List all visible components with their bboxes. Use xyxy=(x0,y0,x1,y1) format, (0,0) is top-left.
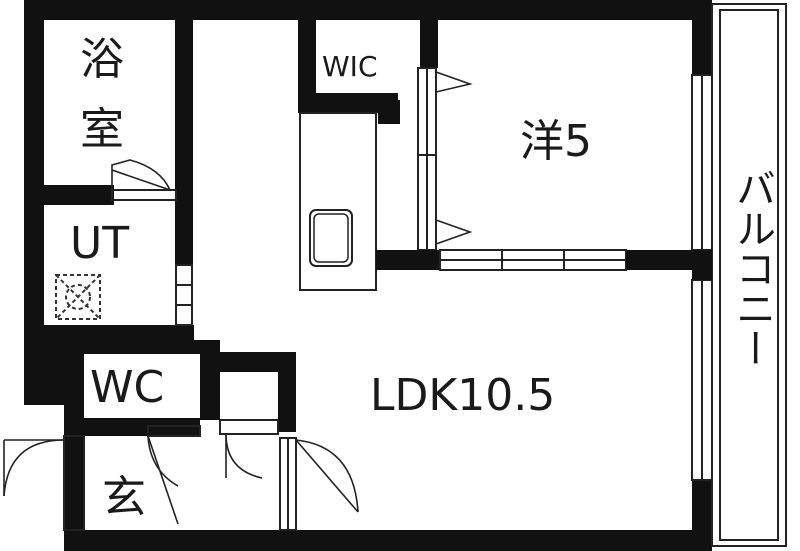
bath-door-swing xyxy=(111,159,171,191)
room-label-ut: UT xyxy=(70,218,129,269)
room-label-wc: WC xyxy=(90,362,164,413)
kitchen-counter xyxy=(299,112,377,291)
western-bottom-wall xyxy=(376,249,692,271)
ldk-door xyxy=(279,437,359,531)
room-label-balcony: バルコニー xyxy=(729,168,775,368)
wc-door xyxy=(147,425,201,525)
room-label-entrance: 玄 xyxy=(102,472,146,523)
room-label-bath-1: 浴 xyxy=(80,34,124,85)
entrance-door xyxy=(3,435,85,531)
outer-walls xyxy=(24,0,712,551)
room-label-wic: WIC xyxy=(322,50,378,83)
right-windows xyxy=(691,74,713,481)
washing-machine-icon xyxy=(55,274,101,320)
closet-doors xyxy=(417,67,473,251)
wic-walls xyxy=(298,20,438,124)
wc-walls xyxy=(64,340,296,550)
room-label-ldk: LDK10.5 xyxy=(370,370,555,421)
storage-doors xyxy=(219,419,279,479)
room-label-bath-2: 室 xyxy=(80,104,124,155)
room-label-western: 洋5 xyxy=(520,116,592,167)
